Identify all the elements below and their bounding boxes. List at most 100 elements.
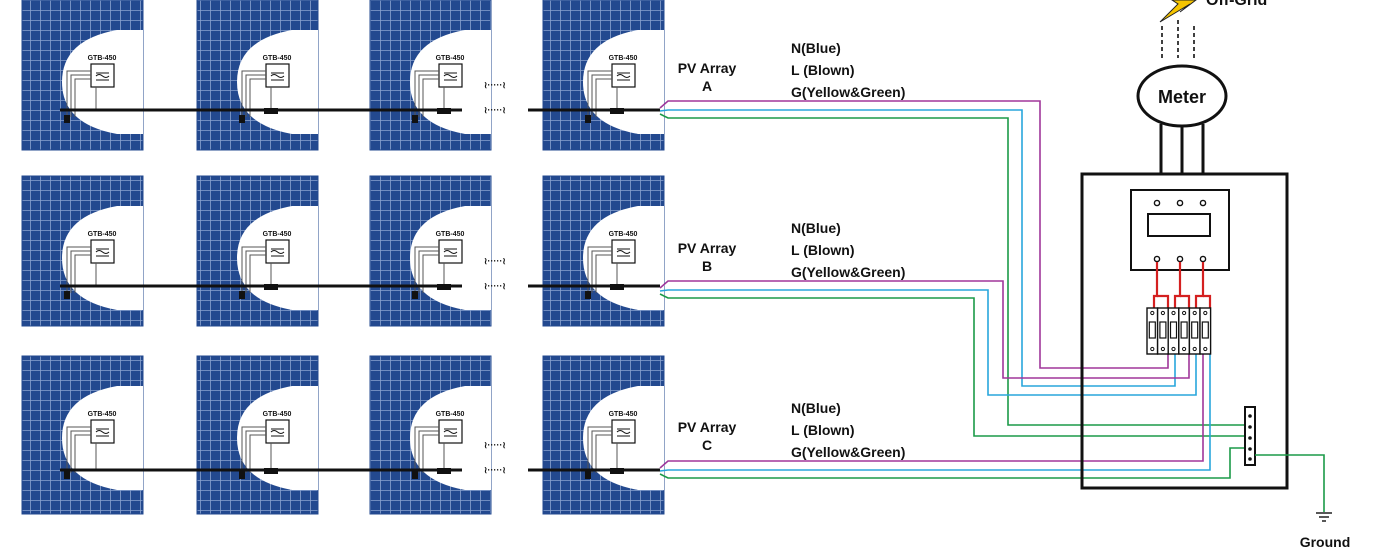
meter-label: Meter (1158, 87, 1206, 107)
inverter-symbol-icon (270, 248, 285, 257)
solar-panel-module: GTB-450 (542, 0, 665, 151)
wire-legend-a: N(Blue) L (Blown) G(Yellow&Green) (791, 40, 905, 100)
inverter-symbol-icon (270, 72, 285, 81)
distribution-box-frame (1080, 172, 1289, 490)
array-letter: B (702, 258, 712, 274)
continuation-mark: ≀·····≀ (484, 281, 506, 291)
panel-junction-box (585, 291, 591, 299)
meter-feed-lines (1159, 124, 1205, 174)
inverter-symbol-icon (270, 428, 285, 437)
inverter-symbol-icon (443, 428, 458, 437)
inverter-model-label: GTB-450 (263, 55, 292, 62)
solar-panel-module: GTB-450 (21, 355, 144, 515)
feeder-wires (659, 100, 1246, 479)
solar-panel-module: GTB-450 (21, 175, 144, 327)
meter: Meter (1136, 64, 1228, 174)
inverter-model-label: GTB-450 (88, 55, 117, 62)
solar-panel-module: GTB-450 (369, 0, 492, 151)
ground-label: Ground (1300, 534, 1351, 550)
breaker-pole (1188, 307, 1201, 355)
inverter-model-label: GTB-450 (609, 411, 638, 418)
wire-legend-c: N(Blue) L (Blown) G(Yellow&Green) (791, 400, 905, 460)
wire-l-label: L (Blown) (791, 422, 855, 438)
continuation-mark: ≀·····≀ (484, 80, 506, 90)
panel-junction-box (64, 115, 70, 123)
breaker-bank (1146, 307, 1212, 355)
wire-l-label: L (Blown) (791, 242, 855, 258)
breaker-pole (1199, 307, 1212, 355)
dc-leads (414, 426, 439, 473)
inverter-model-label: GTB-450 (436, 231, 465, 238)
breaker-red-leads (1152, 262, 1212, 308)
wire-g-label: G(Yellow&Green) (791, 84, 905, 100)
inverter-symbol-icon (95, 428, 110, 437)
breaker-pole (1167, 307, 1180, 355)
wire-b-green (659, 293, 1246, 437)
wire-n-label: N(Blue) (791, 220, 841, 236)
dc-leads (241, 70, 266, 117)
inverter-symbol-icon (616, 248, 631, 257)
panel-junction-box (239, 115, 245, 123)
breaker-pole (1178, 307, 1191, 355)
solar-panel-module: GTB-450 (542, 175, 665, 327)
inverter-model-label: GTB-450 (263, 231, 292, 238)
wire-n-label: N(Blue) (791, 40, 841, 56)
inverter-symbol-icon (443, 248, 458, 257)
array-letter: A (702, 78, 712, 94)
inverter-symbol-icon (95, 248, 110, 257)
wire-l-label: L (Blown) (791, 62, 855, 78)
array-title: PV Array (678, 240, 737, 256)
panel-junction-box (585, 471, 591, 479)
dc-leads (587, 70, 612, 117)
solar-panel-module: GTB-450 (196, 355, 319, 515)
inverter-symbol-icon (616, 428, 631, 437)
inverter-model-label: GTB-450 (88, 411, 117, 418)
ground: Ground (1255, 454, 1351, 550)
inverter-model-label: GTB-450 (88, 231, 117, 238)
panel-junction-box (239, 471, 245, 479)
dc-leads (241, 246, 266, 293)
continuation-mark: ≀·····≀ (484, 105, 506, 115)
array-title: PV Array (678, 60, 737, 76)
panel-junction-box (64, 471, 70, 479)
wire-legend-b: N(Blue) L (Blown) G(Yellow&Green) (791, 220, 905, 280)
wire-g-label: G(Yellow&Green) (791, 264, 905, 280)
wire-b-purple (659, 280, 1190, 379)
continuation-mark: ≀·····≀ (484, 256, 506, 266)
panel-junction-box (239, 291, 245, 299)
solar-panel-module: GTB-450 (196, 175, 319, 327)
dc-leads (66, 246, 91, 293)
main-switch-window (1147, 213, 1211, 237)
grid-dashed-lines (1161, 20, 1195, 58)
wire-c-purple2 (1100, 350, 1204, 462)
breaker-pole (1156, 307, 1169, 355)
solar-panel-module: GTB-450 (196, 0, 319, 151)
array-label-c: PV Array C (678, 419, 737, 453)
panel-junction-box (412, 471, 418, 479)
wire-a-blue (659, 109, 1176, 387)
inverter-symbol-icon (616, 72, 631, 81)
dc-leads (66, 70, 91, 117)
distribution-box (1080, 172, 1289, 490)
wire-c-purple (659, 460, 1100, 469)
panel-junction-box (412, 115, 418, 123)
array-title: PV Array (678, 419, 737, 435)
wire-a-purple (659, 100, 1169, 369)
wire-g-label: G(Yellow&Green) (791, 444, 905, 460)
inverter-model-label: GTB-450 (436, 411, 465, 418)
panel-junction-box (585, 115, 591, 123)
inverter-model-label: GTB-450 (609, 55, 638, 62)
wire-a-green (659, 113, 1246, 426)
inverter-symbol-icon (95, 72, 110, 81)
solar-panel-module: GTB-450 (21, 0, 144, 151)
wire-n-label: N(Blue) (791, 400, 841, 416)
ground-bus-bar (1244, 406, 1256, 466)
breaker-pole (1146, 307, 1159, 355)
dc-leads (414, 246, 439, 293)
dc-leads (587, 246, 612, 293)
dc-leads (587, 426, 612, 473)
panel-junction-box (64, 291, 70, 299)
continuation-mark: ≀·····≀ (484, 440, 506, 450)
